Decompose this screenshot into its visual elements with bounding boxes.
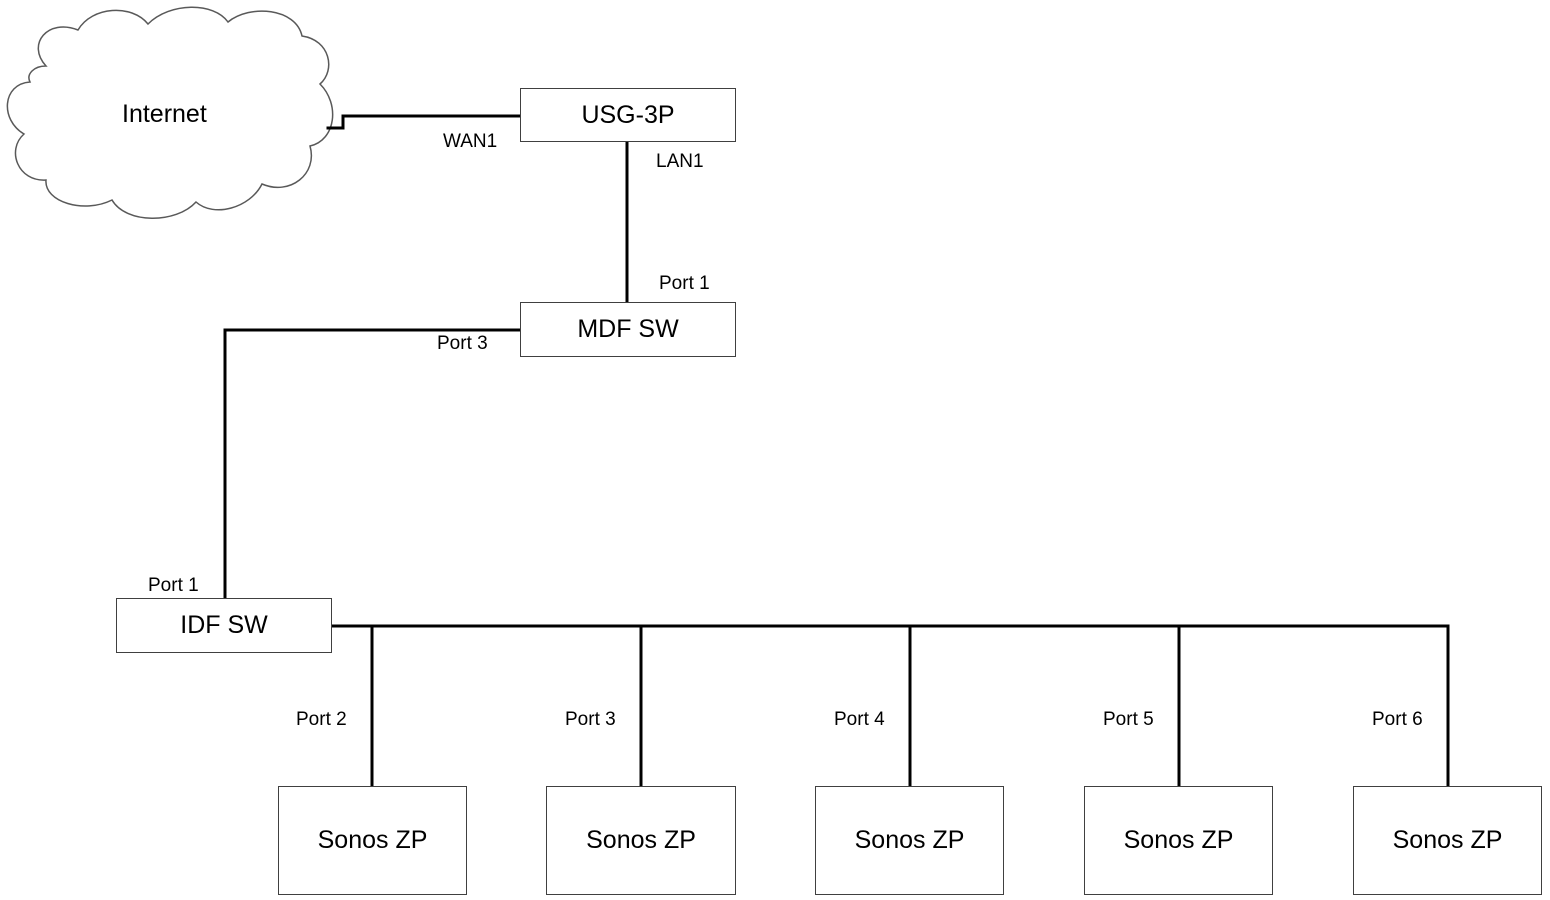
sonos-zp-speaker: Sonos ZP (278, 786, 467, 895)
idf-port6-label: Port 6 (1372, 709, 1423, 730)
internet-label: Internet (122, 100, 207, 128)
idf-port4-label: Port 4 (834, 709, 885, 730)
usg-3p-label: USG-3P (581, 100, 675, 129)
sonos-zp-speaker: Sonos ZP (1353, 786, 1542, 895)
sonos-zp-label: Sonos ZP (1123, 826, 1234, 854)
idf-port1-label: Port 1 (148, 575, 199, 596)
wan-link (326, 114, 522, 130)
sonos-zp-speaker: Sonos ZP (815, 786, 1004, 895)
idf-port2-label: Port 2 (296, 709, 347, 730)
idf-bus-line (330, 624, 1450, 788)
internet-cloud-icon (6, 6, 334, 219)
lan1-port-label: LAN1 (656, 151, 704, 172)
sonos-zp-speaker: Sonos ZP (1084, 786, 1273, 895)
sonos-zp-label: Sonos ZP (586, 826, 696, 854)
mdf-port3-label: Port 3 (437, 333, 488, 354)
idf-port5-label: Port 5 (1103, 709, 1154, 730)
mdf-switch: MDF SW (520, 302, 736, 357)
mdf-idf-link (223, 328, 522, 600)
idf-switch-label: IDF SW (180, 611, 268, 639)
mdf-switch-label: MDF SW (577, 315, 679, 343)
mdf-port1-label: Port 1 (659, 273, 710, 294)
sonos-zp-speaker: Sonos ZP (546, 786, 736, 895)
idf-switch: IDF SW (116, 598, 332, 653)
idf-port3-label: Port 3 (565, 709, 616, 730)
wan1-port-label: WAN1 (443, 131, 498, 152)
sonos-zp-label: Sonos ZP (317, 826, 428, 854)
sonos-zp-label: Sonos ZP (1392, 826, 1503, 854)
sonos-zp-label: Sonos ZP (854, 826, 965, 854)
usg-3p-router: USG-3P (520, 88, 736, 142)
